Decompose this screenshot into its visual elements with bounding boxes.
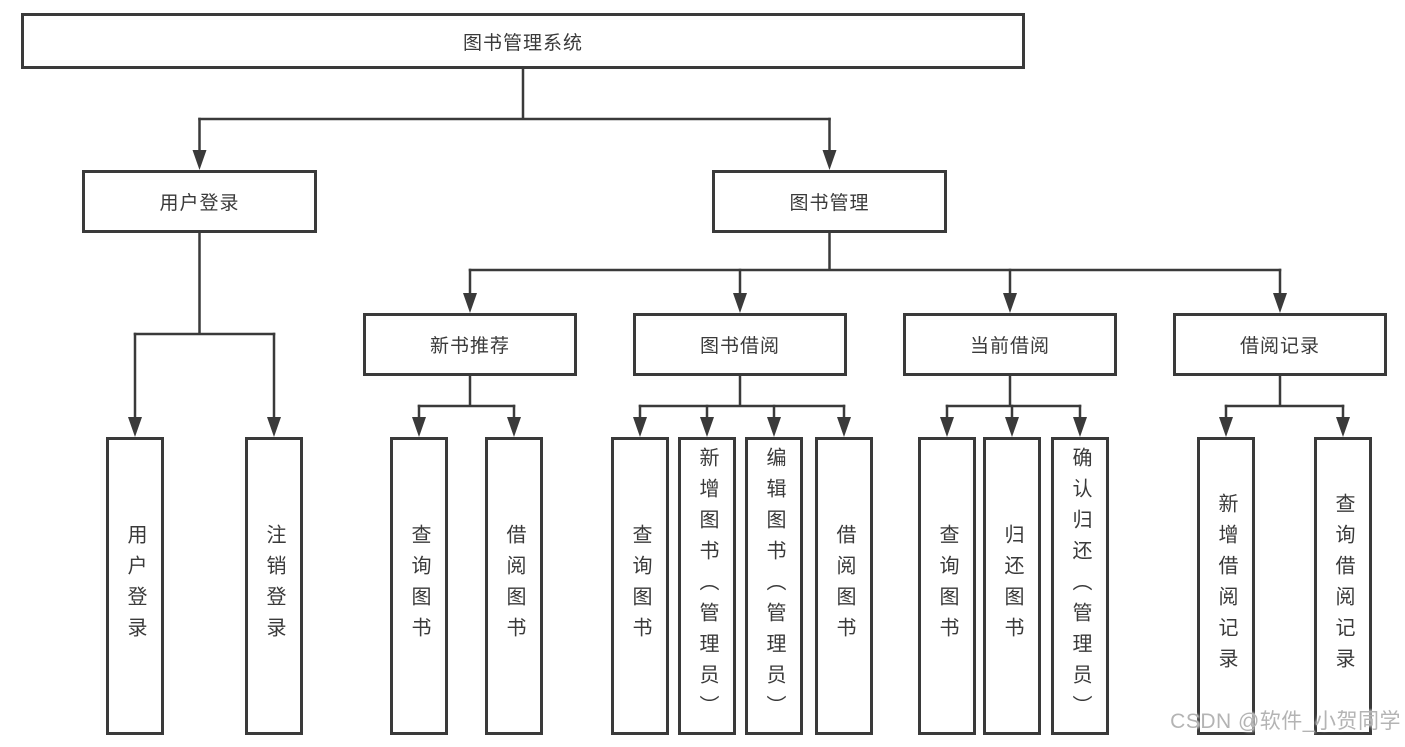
leaf-add-books-admin: 新增图书（管理员） <box>678 437 736 735</box>
connector-book-borrow <box>638 376 846 421</box>
node-label: 新增图书（管理员） <box>696 446 718 726</box>
node-book-borrow: 图书借阅 <box>633 313 847 376</box>
node-current-borrow: 当前借阅 <box>903 313 1117 376</box>
leaf-return-books: 归还图书 <box>983 437 1041 735</box>
connector-new-book-recommend <box>417 376 516 421</box>
node-label: 新书推荐 <box>429 336 510 357</box>
arrowheads-borrow-records <box>1219 417 1350 437</box>
node-label: 查询借阅记录 <box>1332 493 1354 679</box>
node-label: 确认归还（管理员） <box>1069 446 1091 726</box>
node-label: 查询图书 <box>936 524 958 648</box>
node-book-management: 图书管理 <box>712 170 947 233</box>
arrowheads-user-login <box>128 417 281 437</box>
connector-current-borrow <box>945 376 1082 421</box>
csdn-watermark: CSDN @软件_小贺同学 <box>1170 710 1401 733</box>
node-user-login: 用户登录 <box>82 170 317 233</box>
node-label: 图书管理 <box>789 193 870 214</box>
node-label: 图书借阅 <box>699 336 780 357</box>
leaf-query-books-borrow: 查询图书 <box>611 437 669 735</box>
node-label: 注销登录 <box>263 524 285 648</box>
leaf-query-books-recommend: 查询图书 <box>390 437 448 735</box>
leaf-borrow-books-borrow: 借阅图书 <box>815 437 873 735</box>
arrowheads-new-book-recommend <box>412 417 521 437</box>
leaf-edit-books-admin: 编辑图书（管理员） <box>745 437 803 735</box>
node-new-book-recommend: 新书推荐 <box>363 313 577 376</box>
arrowheads-level1 <box>192 150 837 170</box>
leaf-query-borrow-record: 查询借阅记录 <box>1314 437 1372 735</box>
connector-root <box>198 68 831 154</box>
leaf-borrow-books-recommend: 借阅图书 <box>485 437 543 735</box>
node-label: 用户登录 <box>159 193 240 214</box>
connector-user-login <box>133 232 276 421</box>
leaf-query-books-current: 查询图书 <box>918 437 976 735</box>
leaf-logout: 注销登录 <box>245 437 303 735</box>
node-label: 借阅记录 <box>1239 336 1320 357</box>
leaf-user-login: 用户登录 <box>106 437 164 735</box>
arrowheads-book-borrow <box>633 417 851 437</box>
connector-borrow-records <box>1224 376 1345 421</box>
node-label: 借阅图书 <box>833 524 855 648</box>
node-library-management-system: 图书管理系统 <box>21 13 1025 69</box>
node-label: 查询图书 <box>629 524 651 648</box>
leaf-add-borrow-record: 新增借阅记录 <box>1197 437 1255 735</box>
leaf-confirm-return-admin: 确认归还（管理员） <box>1051 437 1109 735</box>
connector-book-management <box>468 232 1282 297</box>
arrowheads-current-borrow <box>940 417 1087 437</box>
node-label: 归还图书 <box>1001 524 1023 648</box>
node-label: 查询图书 <box>408 524 430 648</box>
node-borrow-records: 借阅记录 <box>1173 313 1387 376</box>
node-label: 用户登录 <box>124 524 146 648</box>
arrowheads-level2 <box>463 293 1287 313</box>
node-label: 新增借阅记录 <box>1215 493 1237 679</box>
node-label: 借阅图书 <box>503 524 525 648</box>
node-label: 编辑图书（管理员） <box>763 446 785 726</box>
node-label: 图书管理系统 <box>462 32 583 54</box>
node-label: 当前借阅 <box>969 336 1050 357</box>
